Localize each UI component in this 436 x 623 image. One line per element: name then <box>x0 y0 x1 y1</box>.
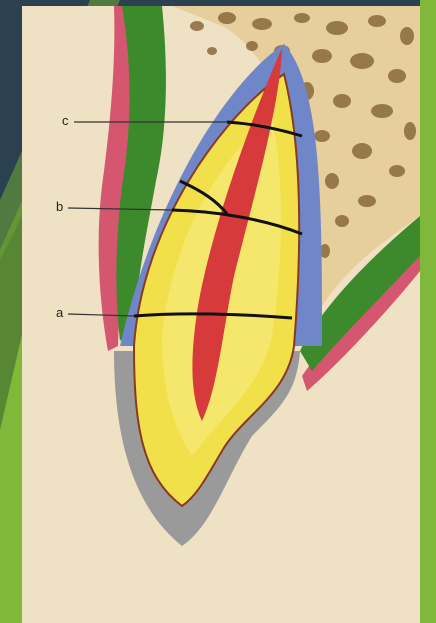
tooth-cross-section-diagram <box>22 6 420 623</box>
label-a: a <box>56 306 63 320</box>
tooth-diagram-panel: c b a <box>22 6 420 623</box>
label-c: c <box>62 114 69 128</box>
label-b: b <box>56 200 63 214</box>
